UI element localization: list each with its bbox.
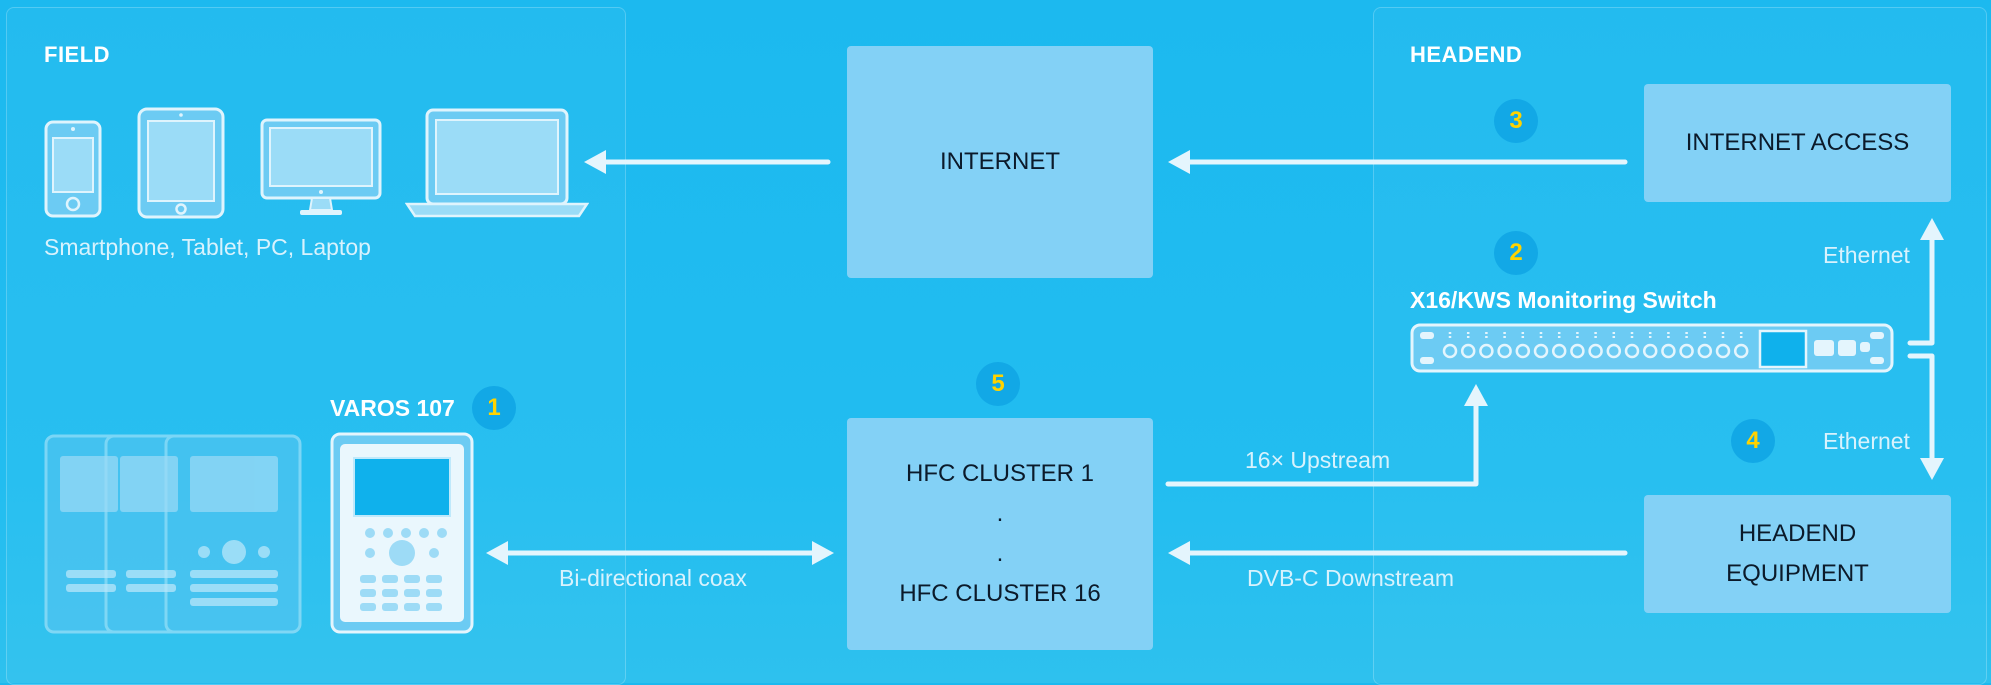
smartphone-icon [44, 120, 102, 218]
hfc-dot: . [996, 500, 1004, 527]
switch-port [1733, 343, 1749, 359]
internet-access-label: INTERNET ACCESS [1685, 129, 1910, 156]
switch-port [1697, 343, 1713, 359]
switch-port [1661, 343, 1676, 359]
field-title: FIELD [44, 42, 111, 67]
internet-label: INTERNET [940, 148, 1060, 175]
switch-port [1679, 343, 1694, 359]
ethernet-label-bottom: Ethernet [1823, 428, 1910, 454]
monitoring-switch-icon [1410, 323, 1894, 373]
switch-port [1497, 343, 1512, 359]
varos-107-label: VAROS 107 [330, 395, 455, 421]
badge-2: 2 [1494, 231, 1538, 275]
switch-port [1442, 343, 1458, 359]
switch-port [1479, 343, 1494, 359]
switch-label: X16/KWS Monitoring Switch [1410, 287, 1717, 313]
upstream-label: 16× Upstream [1245, 447, 1391, 473]
badge-5: 5 [976, 362, 1020, 406]
switch-port [1624, 343, 1640, 359]
hfc-cluster-box: HFC CLUSTER 1 . . HFC CLUSTER 16 [847, 418, 1153, 650]
badge-4: 4 [1731, 419, 1775, 463]
hfc-dot: . [996, 540, 1004, 567]
ethernet-label-top: Ethernet [1823, 242, 1910, 268]
switch-port [1533, 343, 1549, 359]
varos-107-device-icon [330, 432, 474, 634]
switch-port [1570, 343, 1585, 359]
headend-equipment-line2: EQUIPMENT [1726, 560, 1869, 587]
switch-port [1642, 343, 1658, 359]
monitor-icon [260, 118, 382, 215]
coax-label: Bi-directional coax [559, 565, 747, 591]
headend-equipment-box: HEADEND EQUIPMENT [1644, 495, 1951, 613]
switch-port [1460, 343, 1476, 359]
measurement-devices-icon [44, 434, 302, 634]
switch-port [1515, 343, 1531, 359]
tablet-icon [137, 107, 225, 219]
switch-port [1551, 343, 1567, 359]
internet-box: INTERNET [847, 46, 1153, 278]
headend-title: HEADEND [1410, 42, 1523, 67]
devices-caption: Smartphone, Tablet, PC, Laptop [44, 234, 371, 260]
hfc-cluster-last: HFC CLUSTER 16 [899, 580, 1101, 607]
switch-port [1606, 343, 1622, 359]
downstream-label: DVB-C Downstream [1247, 565, 1455, 591]
headend-equipment-line1: HEADEND [1738, 520, 1857, 547]
laptop-icon [405, 108, 589, 218]
badge-3: 3 [1494, 99, 1538, 143]
hfc-cluster-first: HFC CLUSTER 1 [905, 460, 1095, 487]
badge-1: 1 [472, 386, 516, 430]
switch-port [1588, 343, 1603, 359]
internet-access-box: INTERNET ACCESS [1644, 84, 1951, 202]
switch-port [1715, 343, 1731, 359]
